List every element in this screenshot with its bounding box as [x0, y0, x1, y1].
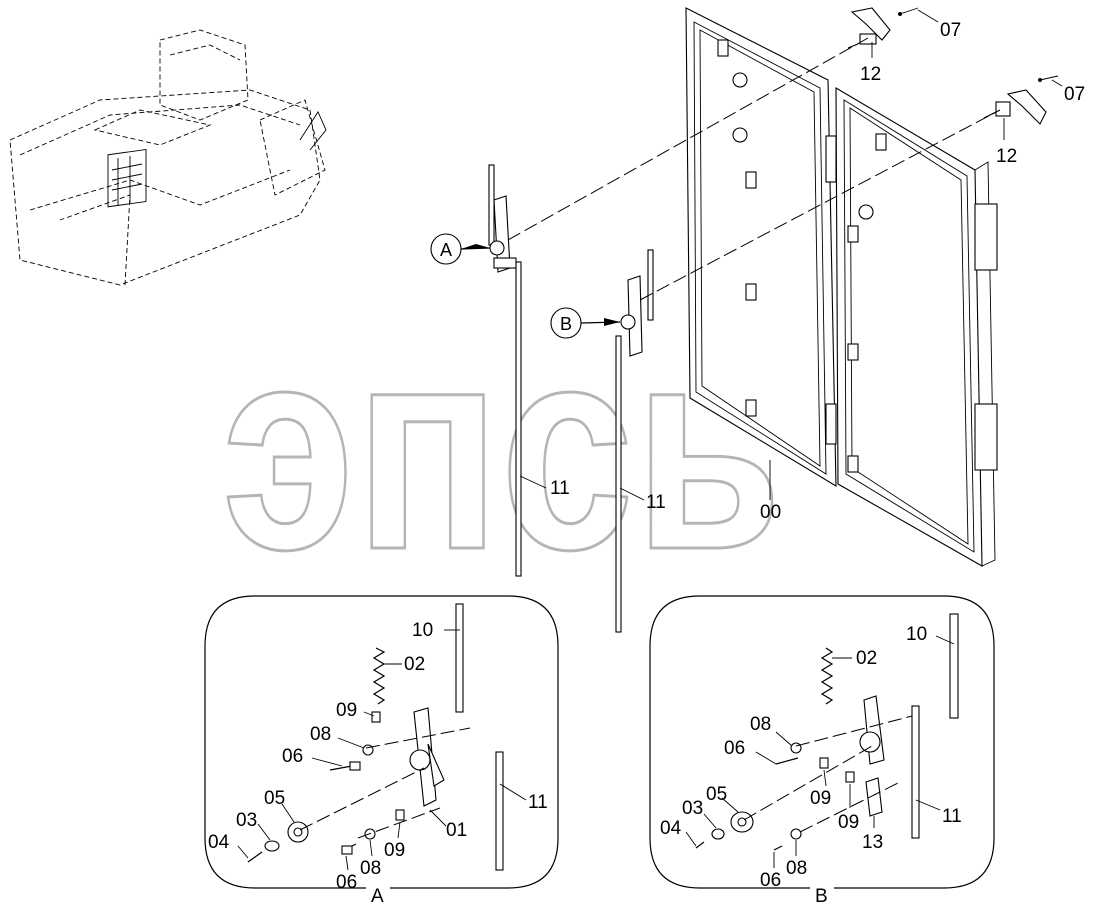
detail-a-box: A 10 02 09 08 06 [204, 595, 559, 907]
detail-b-label-02: 02 [856, 648, 877, 669]
detail-a-label-11: 11 [528, 792, 548, 813]
label-12-top: 12 [860, 64, 881, 85]
label-07-right: 07 [1064, 84, 1085, 105]
detail-b-label-03: 03 [682, 798, 703, 819]
detail-b-label-09-mid: 09 [810, 788, 831, 809]
handle-12-top [847, 7, 919, 49]
callout-a-letter: A [440, 240, 452, 260]
detail-b-caption: B [815, 886, 828, 907]
machine-overview [9, 29, 327, 286]
label-00: 00 [760, 502, 781, 523]
detail-b-label-06-top: 06 [724, 738, 745, 759]
label-group-main: 00 07 12 07 12 11 11 [519, 9, 1085, 523]
detail-a-label-02: 02 [404, 654, 425, 675]
detail-a-label-09-top: 09 [336, 700, 357, 721]
detail-b-label-04: 04 [660, 818, 682, 839]
detail-b-label-06-bot: 06 [760, 870, 781, 891]
detail-a-label-08-bot: 08 [360, 858, 381, 879]
label-11-b: 11 [646, 492, 666, 513]
detail-a-label-03: 03 [236, 810, 257, 831]
detail-a-label-06-top: 06 [282, 746, 303, 767]
handle-12-right [983, 75, 1059, 125]
label-07-top: 07 [940, 20, 961, 41]
leader-b-to-door [639, 109, 1001, 301]
rod-11-b [615, 249, 654, 633]
detail-a-label-08-top: 08 [310, 724, 331, 745]
detail-b-label-08-top: 08 [750, 714, 771, 735]
detail-a-label-05: 05 [264, 788, 285, 809]
detail-b-label-13: 13 [862, 832, 883, 853]
callout-b: B [550, 307, 621, 339]
door-assembly [685, 7, 998, 567]
detail-a-label-10: 10 [412, 620, 433, 641]
detail-a-label-04: 04 [208, 832, 230, 853]
detail-a-label-09-bot: 09 [384, 840, 405, 861]
callout-b-letter: B [560, 314, 572, 334]
detail-b-label-08-bot: 08 [786, 858, 807, 879]
detail-b-label-10: 10 [906, 624, 927, 645]
detail-b-label-05: 05 [706, 784, 727, 805]
detail-b-label-11: 11 [942, 806, 962, 827]
label-11-a: 11 [550, 478, 570, 499]
callout-a: A [430, 233, 491, 265]
detail-a-label-06-bot: 06 [336, 872, 357, 893]
rod-11-a [488, 164, 522, 577]
detail-a-label-01: 01 [446, 820, 467, 841]
detail-a-caption: A [371, 886, 384, 907]
detail-b-box: B 10 02 08 06 05 03 [649, 595, 995, 907]
detail-b-label-09-bot: 09 [838, 812, 859, 833]
leader-a-to-door [507, 37, 869, 241]
label-12-right: 12 [996, 146, 1017, 167]
